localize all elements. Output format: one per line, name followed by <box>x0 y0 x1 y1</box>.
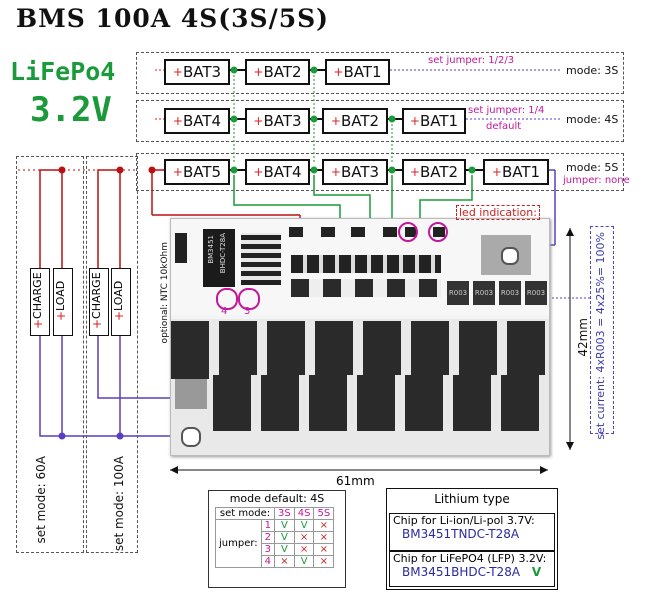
row-5s-bat2: +BAT2 <box>402 159 466 185</box>
p-minus-terminal <box>175 379 207 409</box>
width-dim: 61mm <box>336 474 375 488</box>
balancing-transistors <box>291 279 441 297</box>
mode-3s-box <box>136 52 624 94</box>
lithium-title: Lithium type <box>434 492 510 506</box>
row-4s-bat3: +BAT3 <box>245 108 310 134</box>
screw-hole-icon <box>501 247 519 265</box>
mode-100a-box <box>86 156 138 553</box>
charge-port-100a: +CHARGE <box>89 268 109 336</box>
row-3s-bat3: +BAT3 <box>164 59 230 85</box>
shunt-resistor: R003 <box>525 281 547 305</box>
pad-b3 <box>383 227 397 237</box>
ntc-label: optional: NTC 10kOhm <box>160 242 170 344</box>
row-3s-note: set jumper: 1/2/3 <box>428 55 515 66</box>
jumper-4-marker <box>216 288 238 310</box>
row-4s-bat1: +BAT1 <box>402 108 466 134</box>
set-mode-60a: set mode: 60A <box>34 456 48 544</box>
smd-component <box>175 233 187 263</box>
jumper-table-box: mode default: 4S set mode: 3S 4S 5S jump… <box>208 490 346 588</box>
row-4s-bat4: +BAT4 <box>164 108 230 134</box>
chemistry-label: LiFePo4 <box>10 57 116 86</box>
c-minus-screw-icon <box>181 427 201 447</box>
lithium-type-box: Lithium type Chip for Li-ion/Li-pol 3.7V… <box>386 488 558 590</box>
led-marker-1 <box>398 222 418 242</box>
load-port-60a: +LOAD <box>53 268 73 336</box>
bms-chip: BM3451 BHDC-T28A <box>203 229 235 287</box>
led-indication-label: led indication: <box>456 205 540 220</box>
row-5s-bat5: +BAT5 <box>164 159 230 185</box>
mode-60a-box <box>16 156 84 553</box>
row-5s-bat4: +BAT4 <box>245 159 310 185</box>
height-dim: 42mm <box>576 318 590 357</box>
current-box <box>590 226 614 434</box>
mode-5s-box <box>136 153 624 191</box>
lfp-check-icon: V <box>531 565 542 579</box>
row-4s-note: set jumper: 1/4 <box>468 105 545 116</box>
row-4s-bat2: +BAT2 <box>322 108 388 134</box>
row-3s-mode: mode: 3S <box>566 64 619 77</box>
row-3s-bat1: +BAT1 <box>325 59 390 85</box>
mosfet-row-bottom <box>213 375 549 431</box>
pcb-board: BM3451 BHDC-T28A R003 R003 R003 R003 <box>170 218 550 456</box>
pad-b4 <box>351 227 365 237</box>
pad-b-plus <box>321 227 335 237</box>
led-marker-2 <box>428 222 448 242</box>
row-5s-bat1: +BAT1 <box>483 159 549 185</box>
row-5s-note: jumper: none <box>563 175 630 186</box>
jumper-table-title: mode default: 4S <box>229 492 325 505</box>
jumper-3-marker <box>238 288 260 310</box>
shunt-resistor: R003 <box>499 281 521 305</box>
mode-4s-box <box>136 100 624 142</box>
set-current-label: set current: 4xR003 = 4x25%= 100% <box>594 232 607 440</box>
charge-port-60a: +CHARGE <box>30 268 50 336</box>
lfp-chip-box: Chip for LiFePO4 (LFP) 3.2V: BM3451BHDC-… <box>389 551 555 587</box>
voltage-label: 3.2V <box>30 90 112 130</box>
row-4s-default: default <box>486 121 522 132</box>
mosfet-row-top <box>171 321 549 379</box>
pad-b-minus <box>289 227 303 237</box>
balancing-resistors <box>291 255 441 273</box>
load-port-100a: +LOAD <box>111 268 131 336</box>
shunt-resistor: R003 <box>473 281 495 305</box>
row-5s-bat3: +BAT3 <box>322 159 388 185</box>
resistor-array <box>241 233 281 285</box>
li-ion-chip-box: Chip for Li-ion/Li-pol 3.7V: BM3451TNDC-… <box>389 513 555 551</box>
row-4s-mode: mode: 4S <box>566 113 619 126</box>
jumper-4-label: 4 <box>221 306 228 317</box>
set-mode-100a: set mode: 100A <box>112 456 126 552</box>
jumper-3-label: 3 <box>244 306 251 317</box>
page-title: BMS 100A 4S(3S/5S) <box>16 4 329 33</box>
row-5s-mode: mode: 5S <box>566 161 619 174</box>
row-3s-bat2: +BAT2 <box>245 59 310 85</box>
shunt-resistor: R003 <box>447 281 469 305</box>
